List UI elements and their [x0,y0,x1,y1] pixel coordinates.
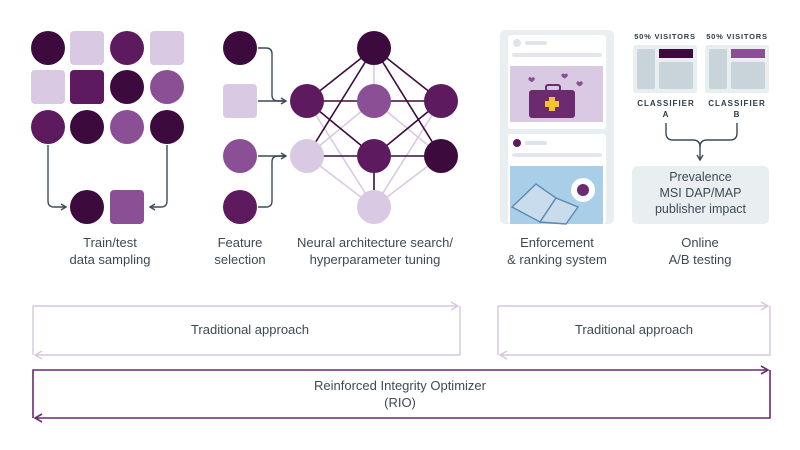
nn-hidden-node [357,31,391,65]
nn-output-node [424,84,458,118]
classifier-a-name: CLASSIFIER [637,99,695,108]
medical-bag-icon [529,84,575,118]
rio-line1: Reinforced Integrity Optimizer [314,378,486,393]
feature-dot [223,139,257,173]
ab-test-panels [633,45,769,162]
metric-prevalence: Prevalence [669,170,732,184]
nn-hidden-node [357,190,391,224]
feature-line1: Feature [217,235,263,250]
neural-network [290,31,458,224]
step-label-sampling: Train/test data sampling [40,234,180,268]
sampling-arrow-right [148,145,168,211]
rio-loop-arrow [32,365,771,423]
sampling-line1: Train/test [83,235,137,250]
data-sample-dot [110,31,144,65]
data-sample-square [31,70,65,104]
rio-line2: (RIO) [384,395,416,410]
coffee-cup-icon [571,178,595,202]
nn-hidden-node [357,84,391,118]
feature-dot [223,31,257,65]
feature-dot [223,190,257,224]
ab-merge-connector [665,123,704,162]
data-sampling-grid [31,31,184,224]
feature-connector [258,47,288,105]
test-sample-square [110,190,144,224]
metric-msi: MSI DAP/MAP [659,186,742,200]
ab-line1: Online [681,235,719,250]
sampling-arrow-left [47,145,68,211]
nn-output-node [424,139,458,173]
train-sample-dot [70,190,104,224]
traditional-arrow-right [497,301,771,360]
data-sample-dot [31,31,65,65]
nn-input-node [290,84,324,118]
data-sample-dot [150,70,184,104]
ab-merge-connector [699,123,738,148]
visitors-a-label: 50% VISITORS [634,32,696,41]
data-sample-dot [110,70,144,104]
variant-b-bar [731,49,765,58]
hearts-icon [528,73,583,87]
ab-metrics-box: Prevalence MSI DAP/MAP publisher impact [632,166,769,224]
step-label-nas: Neural architecture search/ hyperparamet… [285,234,465,268]
classifier-b-name: CLASSIFIER [708,99,766,108]
variant-a-bar [659,49,693,58]
nas-line2: hyperparameter tuning [309,252,441,267]
step-label-feature: Feature selection [200,234,280,268]
classifier-b-id: B [733,110,741,119]
classifier-a-label: CLASSIFIER A [628,98,704,120]
enforcement-line2: & ranking system [507,252,607,267]
data-sample-dot [110,110,144,144]
data-sample-square [150,31,184,65]
feature-connector [258,155,286,208]
classifier-a-id: A [662,110,670,119]
nas-line1: Neural architecture search/ [296,235,454,250]
open-book-icon [510,183,580,225]
data-sample-dot [150,110,184,144]
feature-selection [223,31,288,224]
nn-hidden-node [357,139,391,173]
step-label-enforcement: Enforcement & ranking system [490,234,624,268]
ab-line2: A/B testing [668,252,732,267]
traditional-arrow-left [32,301,461,360]
traditional-approach-left-label: Traditional approach [190,322,310,337]
enforcement-line1: Enforcement [520,235,594,250]
feed-mockup [500,30,614,225]
feature-square [223,84,257,118]
data-sample-square [70,31,104,65]
metric-publisher-impact: publisher impact [654,202,746,216]
traditional-approach-right-label: Traditional approach [574,322,694,337]
data-sample-square [70,70,104,104]
sampling-line2: data sampling [69,252,151,267]
rio-label: Reinforced Integrity Optimizer (RIO) [250,377,550,411]
visitors-b-label: 50% VISITORS [706,32,768,41]
data-sample-dot [31,110,65,144]
data-sample-dot [70,110,104,144]
feature-line2: selection [214,252,266,267]
step-label-ab: Online A/B testing [640,234,760,268]
nn-input-node [290,139,324,173]
classifier-b-label: CLASSIFIER B [699,98,775,120]
